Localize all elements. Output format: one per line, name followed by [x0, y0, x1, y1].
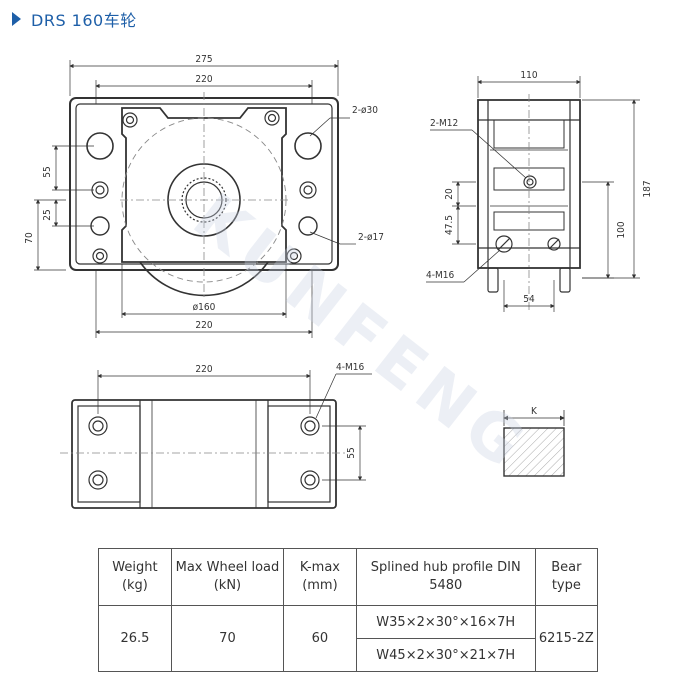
spec-table: Weight (kg) Max Wheel load (kN) K-max (m…	[98, 548, 599, 672]
top-view	[60, 399, 348, 509]
page-title: DRS 160车轮	[12, 8, 137, 30]
technical-drawing: 275 220 ø160 220 55 25 70 2-ø30 2-ø17	[24, 54, 653, 509]
dim-220-top: 220	[195, 74, 212, 85]
dim-275: 275	[195, 54, 212, 65]
detail-k-label: K	[531, 406, 538, 417]
title-marker-icon	[12, 12, 21, 26]
header-max-wheel-load: Max Wheel load (kN)	[170, 548, 285, 606]
cell-weight: 26.5	[98, 605, 172, 672]
side-dim-100: 100	[616, 221, 627, 238]
cell-bear-type: 6215-2Z	[534, 605, 599, 672]
front-view-dimensions	[34, 60, 356, 338]
side-view-dimensions	[426, 76, 640, 312]
detail-k	[503, 410, 565, 477]
header-weight: Weight (kg)	[98, 548, 172, 606]
side-callout-4-m16: 4-M16	[426, 270, 454, 281]
cell-max-wheel-load: 70	[170, 605, 285, 672]
header-bear-type: Bear type	[534, 548, 599, 606]
front-view	[69, 92, 339, 300]
side-dim-187: 187	[642, 180, 653, 197]
dim-220-bottom: 220	[195, 320, 212, 331]
callout-2-phi30: 2-ø30	[352, 105, 378, 116]
dim-55: 55	[42, 166, 53, 177]
dim-phi160: ø160	[193, 302, 216, 313]
callout-2-m12: 2-M12	[430, 118, 458, 129]
dim-70: 70	[24, 232, 35, 244]
dim-25: 25	[42, 209, 53, 220]
side-view	[477, 94, 581, 310]
header-k-max: K-max (mm)	[283, 548, 357, 606]
top-dim-55: 55	[346, 447, 357, 458]
side-dim-47-5: 47.5	[444, 215, 455, 235]
top-dim-220: 220	[195, 364, 212, 375]
callout-2-phi17: 2-ø17	[358, 232, 384, 243]
cell-splined-hub-2: W45×2×30°×21×7H	[355, 638, 536, 672]
side-dim-110: 110	[520, 70, 537, 81]
top-view-dimensions	[97, 370, 372, 481]
cell-splined-hub-1: W35×2×30°×16×7H	[355, 605, 536, 639]
side-dim-54: 54	[523, 294, 535, 305]
side-dim-20: 20	[444, 188, 455, 200]
top-callout-4-m16: 4-M16	[336, 362, 364, 373]
header-splined-hub: Splined hub profile DIN 5480	[355, 548, 536, 606]
cell-k-max: 60	[283, 605, 357, 672]
title-text: DRS 160车轮	[31, 11, 137, 30]
